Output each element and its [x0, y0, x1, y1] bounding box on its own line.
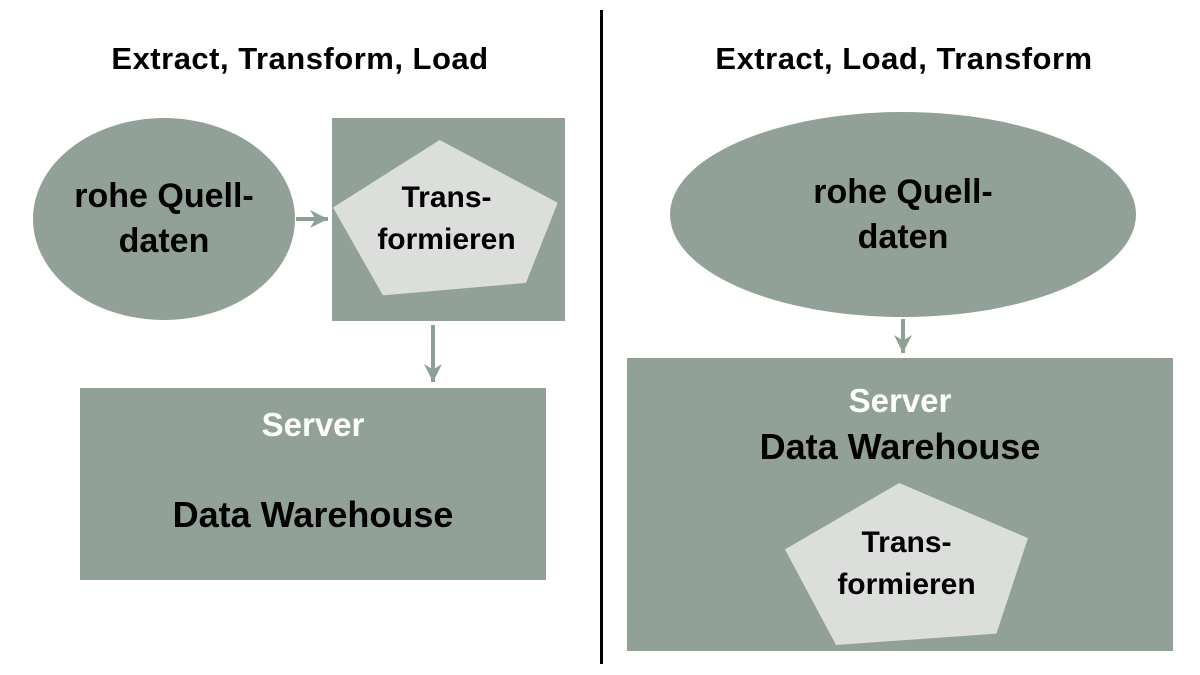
- etl-source-line1: rohe Quell-: [74, 177, 254, 216]
- elt-transform-line1: Trans-: [861, 526, 952, 559]
- etl-transform-line1: Trans-: [401, 180, 492, 214]
- elt-server-label: Server: [848, 382, 952, 419]
- panel-divider-line: [600, 10, 603, 664]
- etl-data-warehouse-label: Data Warehouse: [172, 494, 454, 535]
- etl-raw-source-data-ellipse: rohe Quell- daten: [33, 118, 295, 320]
- elt-source-line2: daten: [857, 217, 949, 256]
- etl-server-label: Server: [261, 406, 365, 443]
- elt-source-line1: rohe Quell-: [813, 172, 993, 211]
- elt-title: Extract, Load, Transform: [715, 41, 1093, 76]
- elt-transform-line2: formieren: [837, 568, 976, 601]
- etl-source-line2: daten: [118, 222, 210, 260]
- etl-server-data-warehouse-box: Server Data Warehouse: [80, 388, 546, 580]
- etl-transform-pentagon: Trans- formieren: [333, 140, 558, 296]
- etl-title: Extract, Transform, Load: [111, 41, 489, 76]
- elt-data-warehouse-label: Data Warehouse: [759, 426, 1041, 467]
- etl-transform-line2: formieren: [377, 222, 516, 256]
- elt-raw-source-data-ellipse: rohe Quell- daten: [670, 112, 1136, 317]
